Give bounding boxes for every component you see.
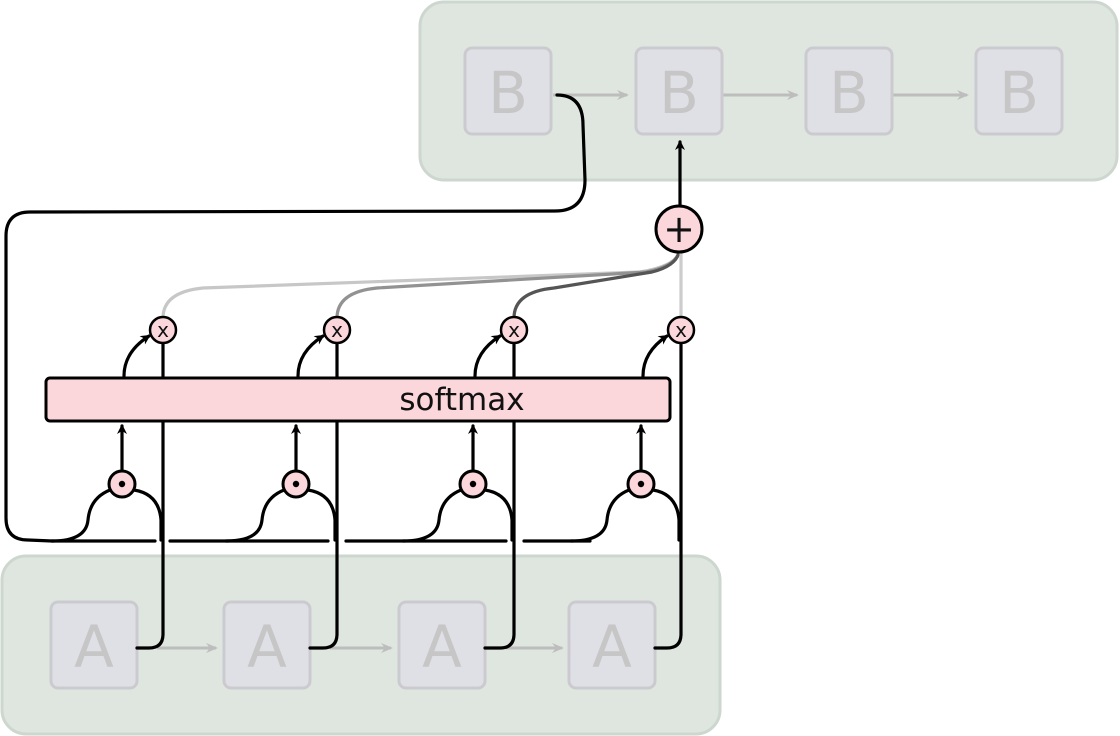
encoder-node: A bbox=[49, 600, 139, 690]
weight-arrow bbox=[122, 334, 151, 378]
multiply-symbol: x bbox=[157, 318, 169, 342]
dot-product-icon bbox=[107, 469, 137, 499]
attention-column: x bbox=[224, 315, 352, 650]
attention-column: x bbox=[50, 315, 178, 650]
multiply-symbol: x bbox=[675, 318, 687, 342]
multiply-icon: x bbox=[666, 315, 696, 345]
multiply-icon: x bbox=[322, 315, 352, 345]
encoder-node: A bbox=[222, 600, 312, 690]
encoder-node-label: A bbox=[74, 613, 114, 681]
encoder-node-label: A bbox=[592, 613, 632, 681]
multiply-icon: x bbox=[148, 315, 178, 345]
decoder-node: B bbox=[463, 46, 553, 136]
decoder-node: B bbox=[804, 46, 894, 136]
encoder-node-label: A bbox=[422, 613, 462, 681]
softmax-label: softmax bbox=[399, 382, 524, 418]
weighted-connections bbox=[161, 251, 683, 319]
multiply-icon: x bbox=[499, 315, 529, 345]
query-branch-line bbox=[401, 488, 463, 543]
encoder-node: A bbox=[567, 600, 657, 690]
decoder-node-label: B bbox=[999, 59, 1039, 127]
query-branch-line bbox=[224, 488, 286, 543]
weight-arrow bbox=[296, 334, 325, 378]
multiply-symbol: x bbox=[331, 318, 343, 342]
encoder-node: A bbox=[397, 600, 487, 690]
key-branch-line bbox=[651, 488, 681, 542]
softmax-block: softmax bbox=[44, 376, 672, 423]
dot-product-icon bbox=[281, 469, 311, 499]
decoder-panel bbox=[418, 0, 1119, 182]
query-branch-line bbox=[569, 488, 631, 543]
weight-line bbox=[335, 251, 681, 319]
sum-icon: + bbox=[654, 204, 704, 254]
encoder-node-label: A bbox=[247, 613, 287, 681]
query-branch-line bbox=[50, 488, 112, 543]
dot-product-icon bbox=[626, 469, 656, 499]
weight-arrow bbox=[473, 334, 502, 378]
attention-column: x bbox=[401, 315, 529, 650]
decoder-node-label: B bbox=[488, 59, 528, 127]
encoder-output-line bbox=[653, 342, 683, 650]
encoder-output-line bbox=[308, 342, 339, 650]
weight-line bbox=[512, 251, 681, 319]
encoder-output-line bbox=[135, 342, 165, 650]
decoder-node-label: B bbox=[829, 59, 869, 127]
attention-column: x bbox=[569, 315, 696, 650]
dot-product-icon bbox=[458, 469, 488, 499]
decoder-node: B bbox=[634, 46, 724, 136]
weight-arrow bbox=[641, 334, 669, 378]
query-line bbox=[4, 93, 587, 543]
key-branch-line bbox=[483, 488, 514, 542]
sum-symbol: + bbox=[663, 207, 695, 251]
encoder-panel bbox=[0, 554, 722, 736]
multiply-symbol: x bbox=[508, 318, 520, 342]
key-branch-line bbox=[306, 488, 337, 542]
key-branch-line bbox=[132, 488, 163, 542]
decoder-node-label: B bbox=[659, 59, 699, 127]
decoder-node: B bbox=[974, 46, 1064, 136]
encoder-output-line bbox=[483, 342, 516, 650]
